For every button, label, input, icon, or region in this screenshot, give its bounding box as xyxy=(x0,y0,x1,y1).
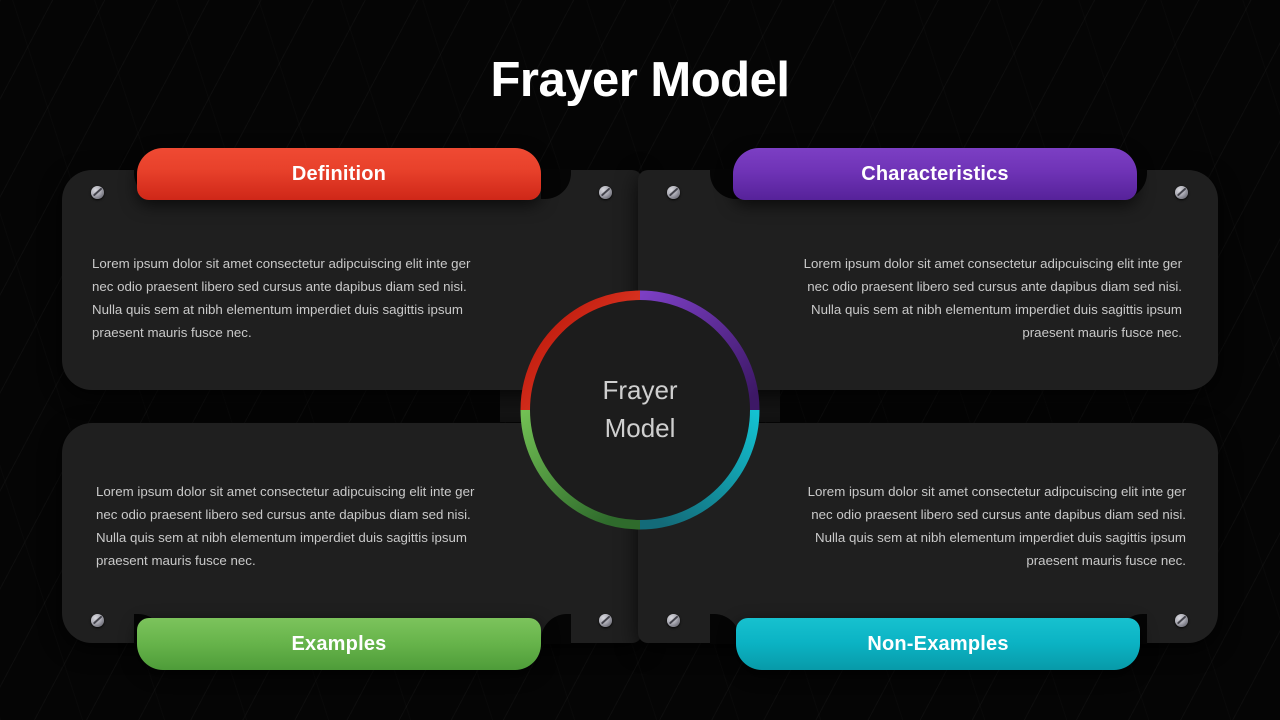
banner-nonexamples[interactable]: Non-Examples xyxy=(736,618,1140,670)
panel-body-definition: Lorem ipsum dolor sit amet consectetur a… xyxy=(92,256,471,340)
panel-notch-right xyxy=(541,614,571,644)
screw-icon xyxy=(91,186,104,199)
screw-icon xyxy=(91,614,104,627)
banner-examples[interactable]: Examples xyxy=(137,618,541,670)
characteristics-arc xyxy=(639,290,760,411)
examples-arc xyxy=(520,409,641,530)
banner-definition[interactable]: Definition xyxy=(137,148,541,200)
definition-arc xyxy=(520,290,641,411)
hub-ring-svg xyxy=(520,290,760,530)
center-hub[interactable]: Frayer Model xyxy=(518,288,762,532)
hub-disc xyxy=(530,300,750,520)
screw-icon xyxy=(1175,186,1188,199)
banner-label-examples: Examples xyxy=(291,632,387,655)
hub-label-line2: Model xyxy=(604,413,676,443)
screw-icon xyxy=(667,186,680,199)
screw-icon xyxy=(599,614,612,627)
nonexamples-arc xyxy=(639,409,760,530)
banner-label-nonexamples: Non-Examples xyxy=(867,632,1009,655)
hub-label: Frayer Model xyxy=(518,288,762,532)
banner-characteristics[interactable]: Characteristics xyxy=(733,148,1137,200)
panel-body-examples: Lorem ipsum dolor sit amet consectetur a… xyxy=(96,484,475,568)
hub-label-line1: Frayer xyxy=(602,375,678,406)
screw-icon xyxy=(1175,614,1188,627)
screw-icon xyxy=(667,614,680,627)
screw-icon xyxy=(599,186,612,199)
page-title: Frayer Model xyxy=(490,53,790,107)
banner-label-definition: Definition xyxy=(291,162,387,185)
panel-body-nonexamples: Lorem ipsum dolor sit amet consectetur a… xyxy=(807,484,1186,568)
panel-notch-right xyxy=(541,169,571,199)
panel-body-characteristics: Lorem ipsum dolor sit amet consectetur a… xyxy=(803,256,1182,340)
banner-label-characteristics: Characteristics xyxy=(861,162,1009,185)
